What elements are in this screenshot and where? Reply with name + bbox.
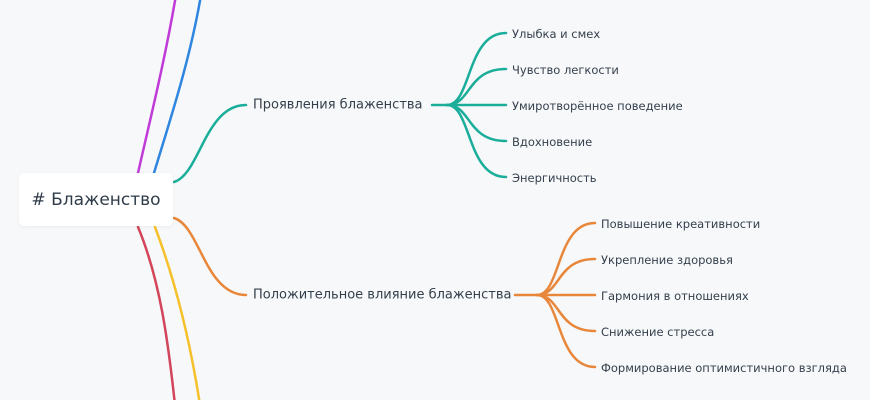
branch-line-offscreen [136,225,176,400]
branch-node-positive-influence[interactable]: Положительное влияние блаженства [253,287,512,303]
leaf-node[interactable]: Энергичность [512,171,597,185]
leaf-node[interactable]: Улыбка и смех [512,27,601,41]
leaf-node[interactable]: Вдохновение [512,135,593,149]
leaf-line [535,221,597,297]
branch-line [172,216,248,297]
root-node[interactable]: # Блаженство [19,173,173,226]
branch-line-offscreen [136,0,177,175]
leaf-line [445,103,508,179]
leaf-node[interactable]: Снижение стресса [601,325,715,339]
leaf-node[interactable]: Умиротворённое поведение [512,99,683,113]
leaf-node[interactable]: Повышение креативности [601,217,761,231]
branch-line-offscreen [152,0,202,175]
leaf-node[interactable]: Укрепление здоровья [601,253,733,267]
leaf-node[interactable]: Чувство легкости [512,63,619,77]
root-label: # Блаженство [31,189,161,210]
leaf-node[interactable]: Формирование оптимистичного взгляда [601,361,847,375]
leaf-node[interactable]: Гармония в отношениях [601,289,749,303]
branch-node-manifestations[interactable]: Проявления блаженства [253,97,423,113]
leaf-line [445,31,508,107]
leaf-line [535,293,597,369]
branch-line-offscreen [153,225,201,400]
branch-line [172,103,248,184]
